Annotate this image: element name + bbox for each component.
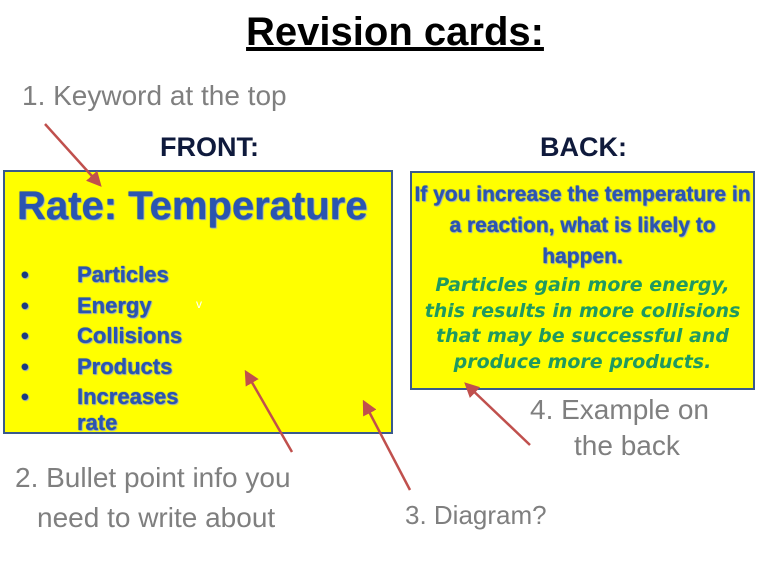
bullet-text: Increases rate (77, 384, 179, 435)
bullet-item: • Particles (21, 262, 169, 288)
label-bullets-line2: need to write about (37, 502, 276, 533)
stray-mark: v (196, 297, 202, 311)
bullet-text: Collisions (77, 323, 183, 348)
bullet-text: Products (77, 354, 173, 379)
bullet-dot: • (21, 384, 29, 409)
slide-title: Revision cards: (246, 10, 544, 54)
back-heading: BACK: (540, 132, 627, 162)
arrow-to-bullets (244, 369, 294, 453)
bullet-text: Energy (77, 293, 152, 318)
bullet-dot: • (21, 262, 29, 287)
arrow-to-example (464, 382, 531, 446)
bullet-item: • Energy (21, 293, 152, 319)
label-bullets-line1: 2. Bullet point info you (15, 462, 291, 493)
bullet-text: Particles (77, 262, 169, 287)
label-diagram: 3. Diagram? (405, 500, 547, 530)
back-card: If you increase the temperature in a rea… (410, 171, 755, 390)
arrow-to-diagram (362, 399, 412, 491)
back-question: If you increase the temperature in a rea… (414, 183, 751, 268)
bullet-dot: • (21, 354, 29, 379)
bullet-item: • Products (21, 354, 172, 380)
front-heading: FRONT: (160, 132, 259, 162)
bullet-item: • Collisions (21, 323, 182, 349)
label-example-line1: 4. Example on (530, 394, 709, 425)
bullet-item: • Increases rate (21, 384, 179, 435)
bullet-dot: • (21, 293, 29, 318)
front-card-title: Rate: Temperature (17, 184, 368, 228)
label-keyword: 1. Keyword at the top (22, 80, 287, 111)
front-card: Rate: Temperature • Particles • Energy • Co… (3, 170, 393, 435)
bullet-dot: • (21, 323, 29, 348)
arrow-to-keyword (44, 123, 102, 187)
back-answer: Particles gain more energy, this results… (424, 274, 741, 373)
label-example-line2: the back (574, 430, 680, 461)
